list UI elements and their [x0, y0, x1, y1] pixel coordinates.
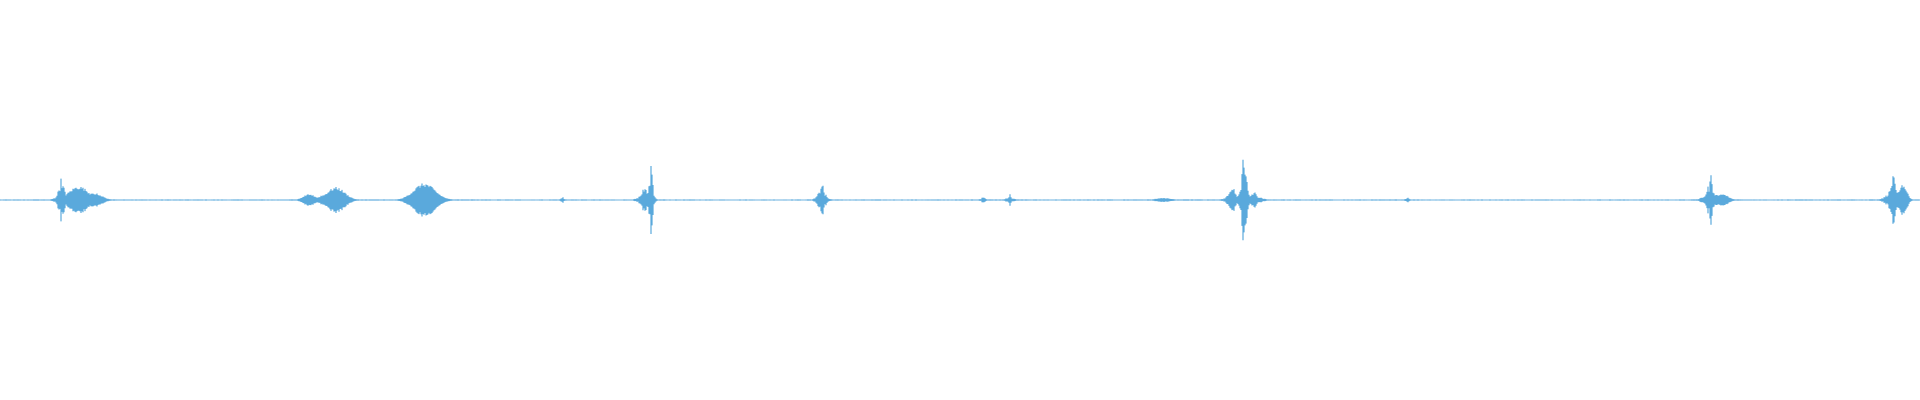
waveform-burst [291, 187, 381, 213]
waveform-burst [1692, 194, 1753, 206]
waveform-burst [640, 166, 662, 234]
waveform-burst [1394, 197, 1420, 203]
waveform-burst [551, 197, 574, 203]
waveform-burst [805, 185, 839, 215]
waveform-burst [991, 194, 1029, 206]
waveform-burst [1124, 198, 1203, 202]
waveform-burst [1882, 185, 1920, 215]
waveform-bursts [0, 159, 1920, 241]
waveform-burst [54, 193, 134, 207]
waveform-burst [1223, 192, 1284, 208]
waveform-burst [370, 183, 479, 217]
